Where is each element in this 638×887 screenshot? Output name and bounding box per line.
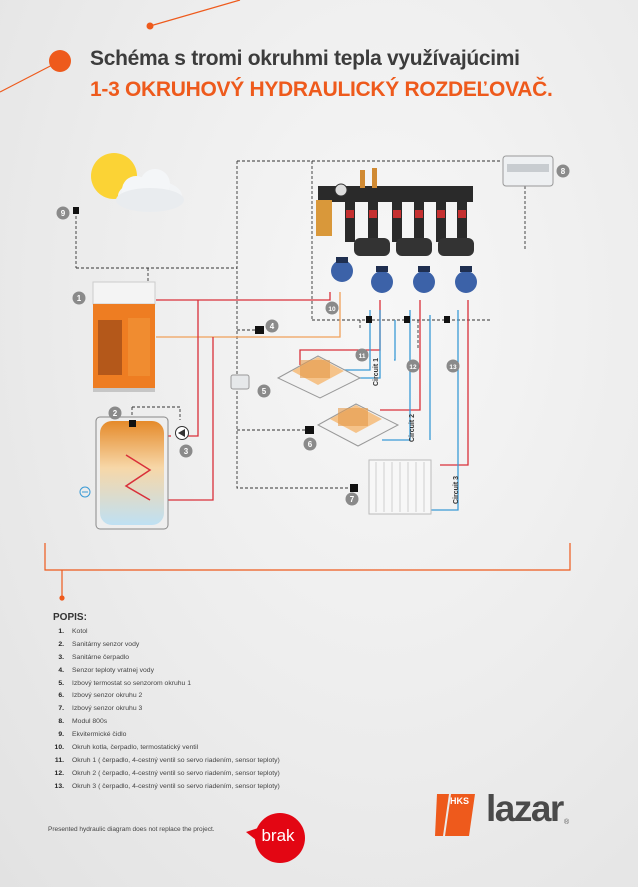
- marker-7: 7: [345, 492, 359, 506]
- svg-text:11: 11: [359, 353, 366, 360]
- floor-heating-2: [316, 403, 400, 447]
- circuit-label: Circuit 1: [373, 358, 380, 386]
- logo-badge: HKS: [450, 796, 470, 806]
- legend-item: 5.Izbový termostat so senzorom okruhu 1: [58, 679, 191, 687]
- circuit-label: Circuit 3: [453, 476, 460, 504]
- hydraulic-manifold: [316, 168, 477, 293]
- svg-text:9: 9: [61, 209, 66, 218]
- page-title: Schéma s tromi okruhmi tepla využívajúci…: [90, 47, 520, 70]
- marker-6: 6: [303, 437, 317, 451]
- lazar-logo: [435, 794, 475, 836]
- legend-item: 11.Okruh 1 ( čerpadlo, 4-cestný ventil s…: [54, 756, 280, 764]
- control-wiring: [75, 160, 526, 489]
- svg-text:8: 8: [561, 167, 566, 176]
- svg-text:10: 10: [328, 306, 336, 313]
- legend-item: 6.Izbový senzor okruhu 2: [58, 692, 143, 700]
- legend-list: 1.Kotol 2.Sanitárny senzor vody 3.Sanitá…: [50, 625, 280, 793]
- brak-label: brak: [261, 826, 295, 845]
- svg-text:12: 12: [409, 364, 417, 371]
- room-thermostat-icon: [230, 374, 250, 390]
- marker-2: 2: [108, 406, 122, 420]
- legend-item: 9.Ekvitermické čidlo: [58, 731, 127, 739]
- marker-12: 12: [406, 359, 420, 373]
- legend-item: 1.Kotol: [58, 627, 88, 635]
- page-subtitle: 1-3 OKRUHOVÝ HYDRAULICKÝ ROZDEĽOVAČ.: [90, 78, 553, 101]
- legend-item: 13.Okruh 3 ( čerpadlo, 4-cestný ventil s…: [54, 782, 280, 790]
- svg-text:1: 1: [77, 294, 82, 303]
- legend-item: 8.Modul 800s: [58, 718, 108, 726]
- module-800s: [502, 155, 554, 187]
- water-tank: [95, 416, 169, 530]
- svg-text:5: 5: [262, 387, 267, 396]
- disclaimer-note: Presented hydraulic diagram does not rep…: [48, 826, 215, 833]
- legend-item: 4.Senzor teploty vratnej vody: [58, 666, 154, 674]
- logo-registered: ®: [564, 819, 570, 826]
- marker-1: 1: [72, 291, 86, 305]
- marker-5: 5: [257, 384, 271, 398]
- legend-item: 12.Okruh 2 ( čerpadlo, 4-cestný ventil s…: [54, 769, 280, 777]
- legend-title: POPIS:: [53, 612, 87, 623]
- marker-11: 11: [355, 348, 369, 362]
- weather-icon: [91, 153, 184, 212]
- marker-8: 8: [556, 164, 570, 178]
- svg-text:2: 2: [113, 409, 118, 418]
- logo-text: lazar: [486, 788, 564, 829]
- floor-heating-1: [276, 355, 362, 399]
- legend-item: 7.Izbový senzor okruhu 3: [58, 705, 143, 713]
- marker-9: 9: [56, 206, 70, 220]
- svg-text:7: 7: [350, 495, 355, 504]
- svg-text:6: 6: [308, 440, 313, 449]
- radiator: [368, 459, 432, 515]
- marker-13: 13: [446, 359, 460, 373]
- brak-badge: [246, 813, 305, 863]
- svg-text:3: 3: [184, 447, 189, 456]
- boiler: [92, 281, 156, 392]
- svg-text:13: 13: [449, 364, 457, 371]
- legend-item: 2.Sanitárny senzor vody: [58, 640, 140, 648]
- legend-item: 10.Okruh kotla, čerpadlo, termostatický …: [54, 743, 199, 751]
- svg-text:4: 4: [270, 322, 275, 331]
- circuit-label: Circuit 2: [409, 414, 416, 442]
- legend-item: 3.Sanitárne čerpadlo: [58, 653, 130, 661]
- marker-4: 4: [265, 319, 279, 333]
- pipes: [140, 292, 469, 511]
- marker-3: 3: [179, 444, 193, 458]
- marker-10: 10: [325, 301, 339, 315]
